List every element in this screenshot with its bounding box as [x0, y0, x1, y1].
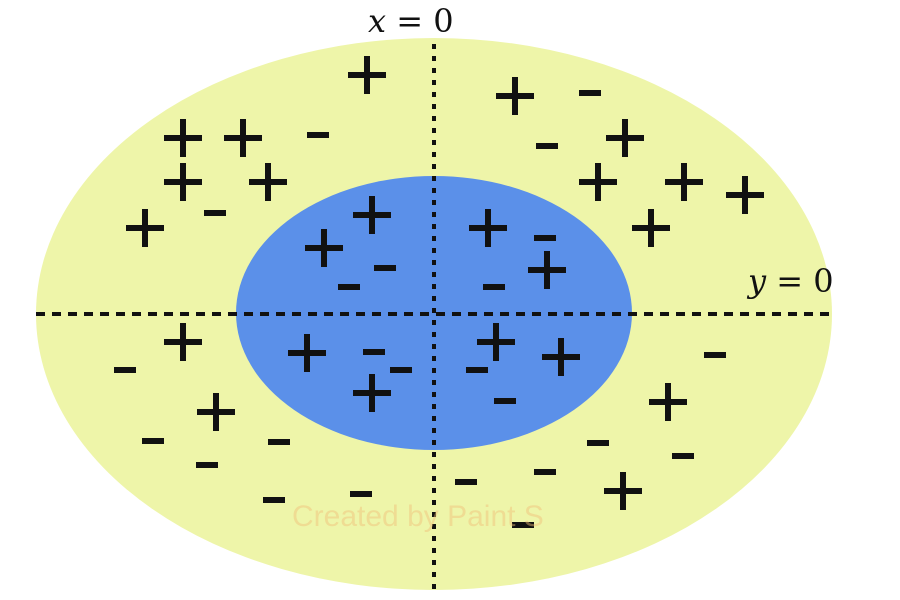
minus-point-outer	[455, 479, 477, 485]
minus-point-outer	[512, 522, 534, 528]
plus-point-inner	[353, 374, 391, 412]
plus-point-outer	[579, 163, 617, 201]
x-eq: = 0	[396, 2, 454, 40]
minus-point-inner	[534, 235, 556, 241]
plus-point-inner	[288, 334, 326, 372]
plus-point-outer	[164, 323, 202, 361]
plus-point-inner	[528, 251, 566, 289]
plus-point-outer	[249, 163, 287, 201]
minus-point-inner	[338, 284, 360, 290]
plus-point-outer	[604, 472, 642, 510]
y-eq: = 0	[776, 262, 834, 300]
minus-point-outer	[263, 497, 285, 503]
plus-point-inner	[542, 338, 580, 376]
minus-point-outer	[196, 462, 218, 468]
minus-point-inner	[390, 367, 412, 373]
plus-point-inner	[353, 196, 391, 234]
y-var: y	[748, 262, 767, 300]
minus-point-inner	[363, 349, 385, 355]
minus-point-outer	[204, 210, 226, 216]
x-var: x	[368, 2, 387, 40]
plus-point-outer	[606, 119, 644, 157]
y-zero-label: y = 0	[748, 262, 834, 300]
plus-point-outer	[665, 163, 703, 201]
minus-point-outer	[534, 469, 556, 475]
minus-point-outer	[114, 367, 136, 373]
minus-point-inner	[374, 265, 396, 271]
plus-point-outer	[348, 56, 386, 94]
minus-point-outer	[142, 438, 164, 444]
plus-point-outer	[224, 119, 262, 157]
minus-point-outer	[268, 439, 290, 445]
plus-point-outer	[726, 176, 764, 214]
plus-point-outer	[197, 393, 235, 431]
minus-point-outer	[350, 491, 372, 497]
minus-point-outer	[579, 90, 601, 96]
minus-point-inner	[483, 284, 505, 290]
watermark: Created by Paint S	[292, 500, 544, 533]
plus-point-outer	[632, 209, 670, 247]
minus-point-outer	[704, 352, 726, 358]
minus-point-outer	[536, 143, 558, 149]
x-zero-label: x = 0	[368, 2, 454, 40]
plus-point-outer	[496, 77, 534, 115]
plus-point-inner	[477, 323, 515, 361]
minus-point-outer	[307, 132, 329, 138]
plus-point-outer	[126, 209, 164, 247]
minus-point-outer	[587, 440, 609, 446]
plus-point-inner	[305, 229, 343, 267]
plus-point-outer	[649, 383, 687, 421]
minus-point-inner	[494, 398, 516, 404]
plus-point-outer	[164, 119, 202, 157]
minus-point-inner	[466, 367, 488, 373]
plus-point-inner	[469, 209, 507, 247]
minus-point-outer	[672, 453, 694, 459]
plus-point-outer	[164, 163, 202, 201]
